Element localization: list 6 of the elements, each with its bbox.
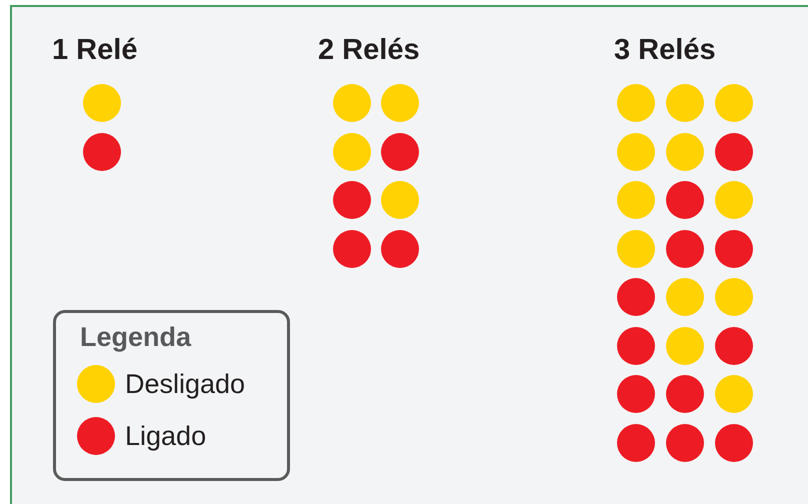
group-heading: 2 Relés — [318, 36, 420, 65]
legend-text: Ligado — [125, 423, 206, 450]
legend-title: Legenda — [80, 324, 192, 351]
legend-text: Desligado — [125, 371, 246, 398]
group-heading: 1 Relé — [52, 36, 138, 65]
group-heading: 3 Relés — [614, 36, 716, 65]
